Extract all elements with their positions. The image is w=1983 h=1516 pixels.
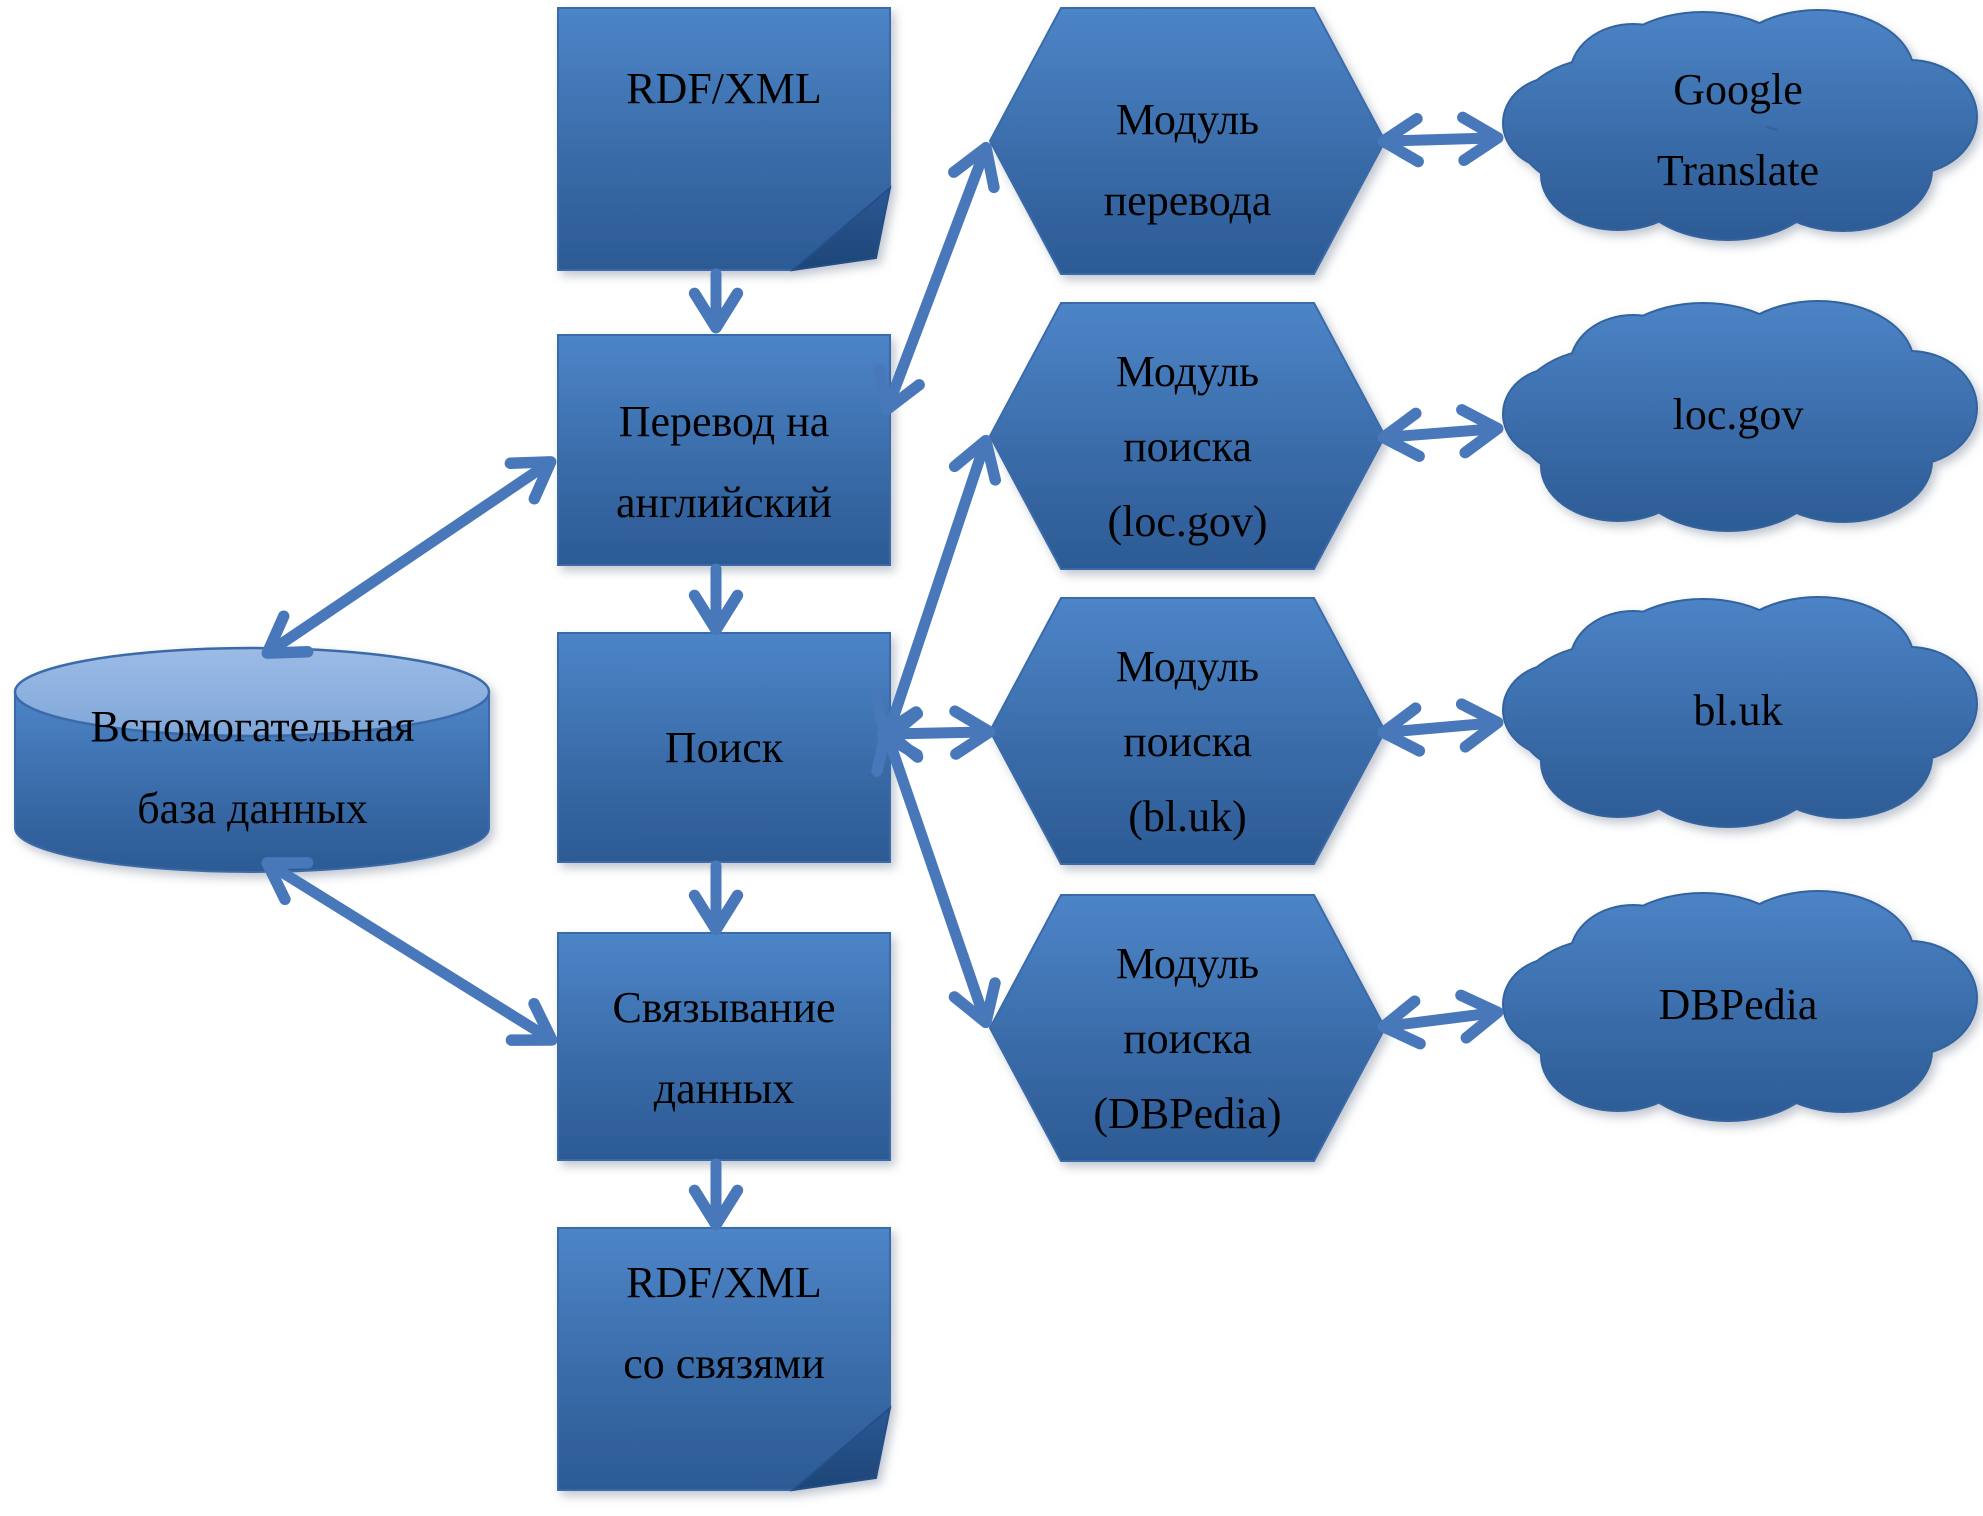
cylinder-top bbox=[13, 646, 491, 738]
node-cloud-loc-shape bbox=[1502, 300, 1978, 532]
arrow-module-bl-cloud bbox=[1377, 698, 1504, 757]
arrow-search-module-dbpedia bbox=[871, 725, 1001, 1029]
node-search-module-loc-shape bbox=[988, 302, 1387, 570]
node-translate-shape bbox=[557, 334, 891, 566]
node-rdf-input-shape bbox=[557, 7, 892, 272]
arrow-translation-module-google bbox=[1377, 111, 1504, 168]
arrows bbox=[261, 111, 1504, 1231]
arrow-translate-translation-module bbox=[873, 141, 1000, 416]
node-search-module-dbpedia-shape bbox=[988, 894, 1387, 1162]
node-cloud-dbpedia-shape bbox=[1502, 890, 1978, 1122]
node-database-shape bbox=[13, 646, 491, 873]
node-translation-module-shape bbox=[988, 7, 1387, 275]
node-cloud-google-shape bbox=[1502, 9, 1978, 241]
arrow-database-linking bbox=[261, 857, 558, 1046]
node-linking-shape bbox=[557, 932, 891, 1161]
folded-corner bbox=[789, 1405, 892, 1492]
arrow-module-dbpedia-cloud bbox=[1377, 989, 1504, 1050]
arrow-search-module-bl bbox=[876, 705, 996, 761]
node-cloud-bl-shape bbox=[1502, 596, 1978, 828]
arrow-translate-database bbox=[261, 456, 557, 659]
node-search-shape bbox=[557, 632, 891, 863]
node-rdf-output-shape bbox=[557, 1227, 892, 1492]
node-search-module-bl-shape bbox=[988, 597, 1387, 865]
arrow-module-loc-cloud bbox=[1377, 404, 1504, 462]
arrow-search-module-loc bbox=[870, 434, 1002, 746]
